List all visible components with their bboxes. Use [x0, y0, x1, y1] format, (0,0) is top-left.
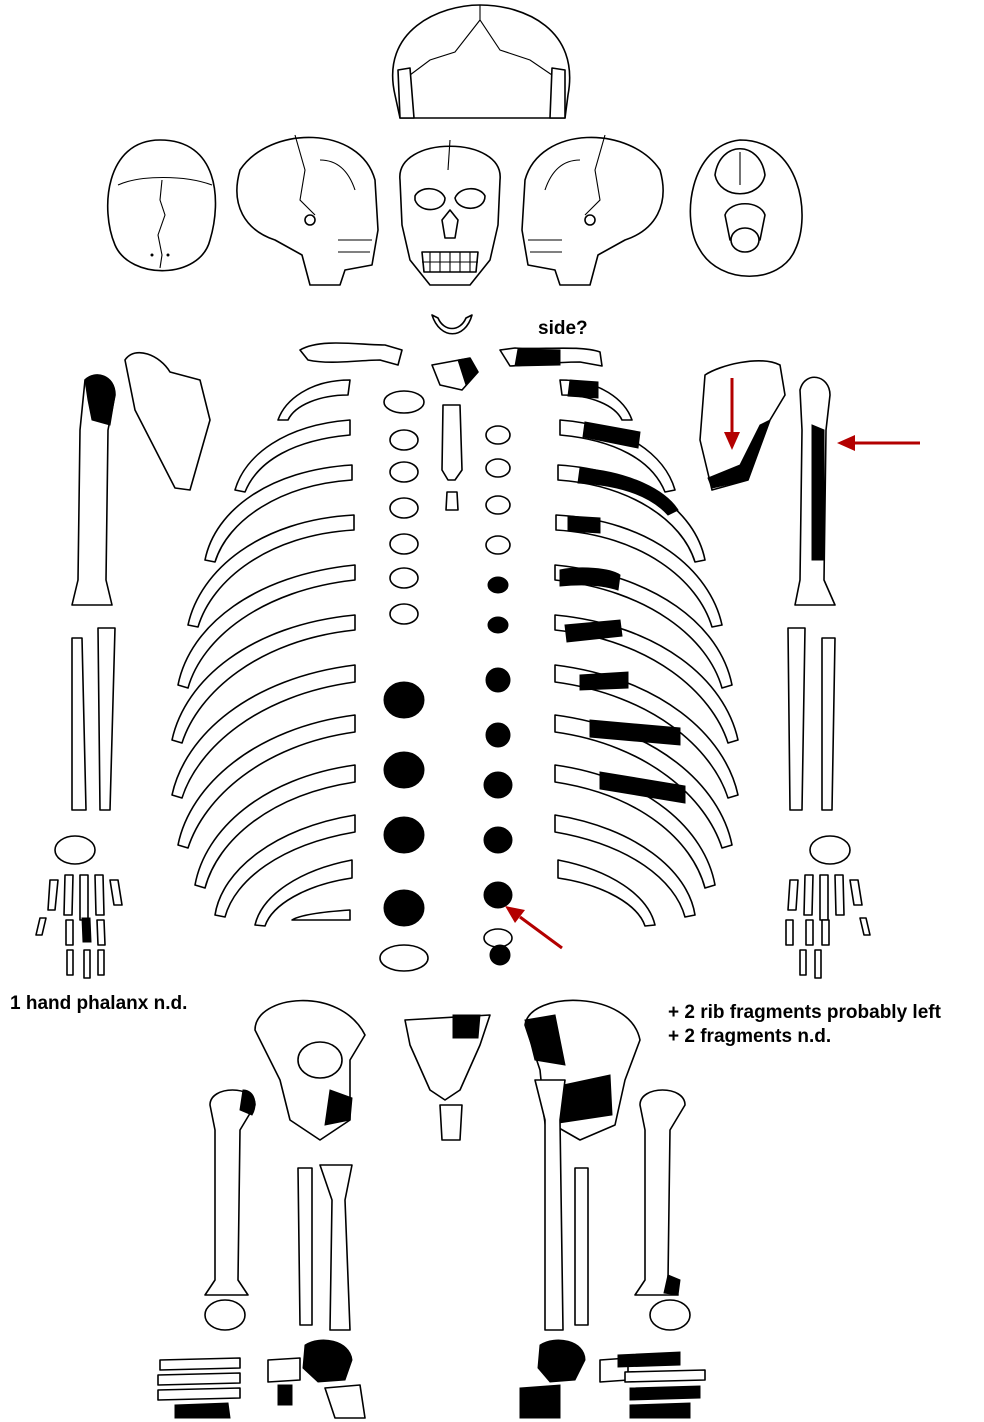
femur-right	[205, 1090, 255, 1330]
skull-inferior-view	[690, 140, 802, 276]
humerus-right	[72, 375, 115, 605]
cervical-vertebrae-right-column	[384, 391, 424, 624]
sternum	[442, 405, 462, 510]
femur-left	[635, 1090, 690, 1330]
skull-anterior-view	[400, 140, 500, 285]
hyoid-bone	[432, 315, 472, 334]
os-coxae-left	[525, 1000, 640, 1140]
side-question-label: side?	[538, 318, 588, 339]
scapula-right	[125, 353, 210, 490]
rib-fragments-note: + 2 rib fragments probably left	[668, 1002, 941, 1024]
lumbar-vertebrae-right-column	[380, 682, 428, 971]
os-coxae-right	[255, 1001, 365, 1140]
side-question-text: side?	[538, 318, 588, 339]
scapula-left	[700, 361, 785, 490]
thoracic-vertebrae-left-column	[484, 426, 512, 965]
arrow-thoracic-vertebra	[505, 906, 562, 948]
sacrum	[405, 1015, 490, 1140]
humerus-left	[795, 377, 835, 605]
manubrium	[432, 358, 478, 390]
clavicle-left	[500, 348, 602, 366]
hand-left	[786, 836, 870, 978]
clavicle-right	[300, 343, 402, 365]
skull-superior-view	[108, 140, 216, 271]
radius-ulna-left	[788, 628, 835, 810]
foot-left	[520, 1340, 705, 1418]
tibia-fibula-right	[298, 1165, 352, 1330]
skull-left-lateral-view	[522, 135, 663, 285]
skull-posterior-view	[393, 5, 570, 118]
arrow-humerus-left	[837, 435, 920, 451]
hand-right	[36, 836, 122, 978]
foot-right	[158, 1340, 365, 1418]
skull-right-lateral-view	[237, 135, 378, 285]
hand-phalanx-note: 1 hand phalanx n.d.	[10, 993, 187, 1015]
radius-ulna-right	[72, 628, 115, 810]
fragments-nd-note: + 2 fragments n.d.	[668, 1026, 831, 1048]
ribs-right	[172, 380, 355, 926]
